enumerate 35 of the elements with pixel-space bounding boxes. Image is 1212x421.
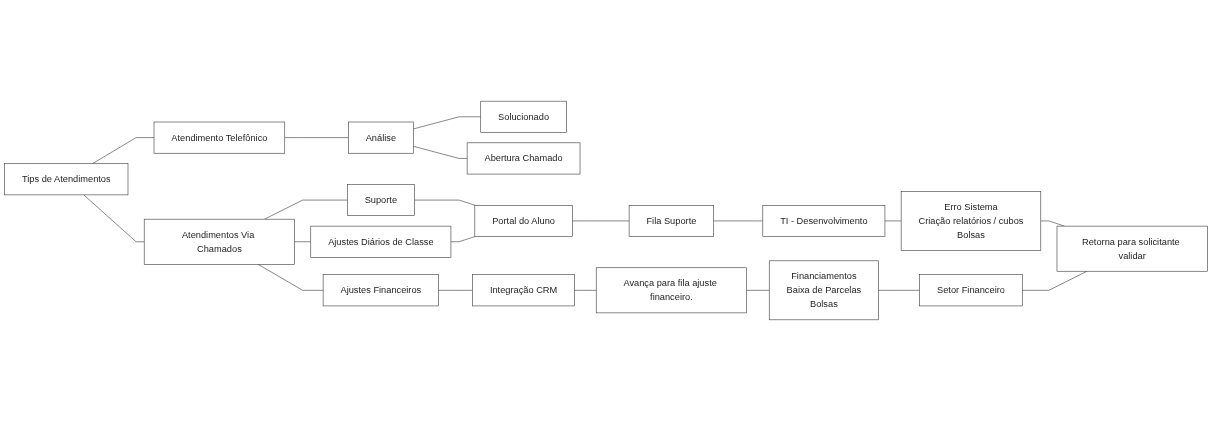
node-box: Setor Financeiro	[919, 274, 1023, 307]
node-box: Atendimentos Via Chamados	[143, 218, 295, 265]
connector	[450, 236, 476, 242]
node-box: Avança para fila ajuste financeiro.	[595, 267, 747, 314]
node-box: Fila Suporte	[628, 205, 714, 237]
node-box: Tips de Atendimentos	[4, 163, 129, 196]
connector	[413, 116, 482, 130]
connector	[713, 220, 764, 222]
connector	[746, 290, 770, 291]
node-box: Integração CRM	[472, 274, 575, 307]
node-box: Abertura Chamado	[466, 142, 581, 175]
connector	[574, 290, 597, 291]
connector	[92, 137, 155, 164]
node-box: Análise	[348, 121, 414, 154]
node-box: Erro Sistema Criação relatórios / cubos Bolsas	[900, 191, 1042, 251]
node-box: Ajustes Financeiros	[322, 274, 439, 307]
connector	[83, 194, 145, 242]
connector	[572, 220, 630, 222]
connector	[413, 146, 468, 159]
connector	[264, 199, 348, 220]
connector	[284, 137, 349, 138]
connector	[414, 199, 476, 206]
node-box: Solucionado	[480, 100, 567, 133]
connector	[1040, 220, 1065, 227]
connector	[438, 290, 473, 291]
connector	[878, 290, 920, 291]
node-box: Ajustes Diários de Classe	[310, 225, 452, 258]
node-box: Retorna para solicitante validar	[1056, 225, 1208, 272]
node-box: TI - Desenvolvimento	[762, 205, 886, 237]
node-box: Portal do Aluno	[474, 205, 573, 237]
connector	[294, 241, 312, 242]
node-box: Financiamentos Baixa de Parcelas Bolsas	[768, 260, 879, 321]
node-box: Atendimento Telefônico	[153, 121, 286, 154]
connector	[257, 264, 324, 291]
node-box: Suporte	[347, 184, 415, 216]
